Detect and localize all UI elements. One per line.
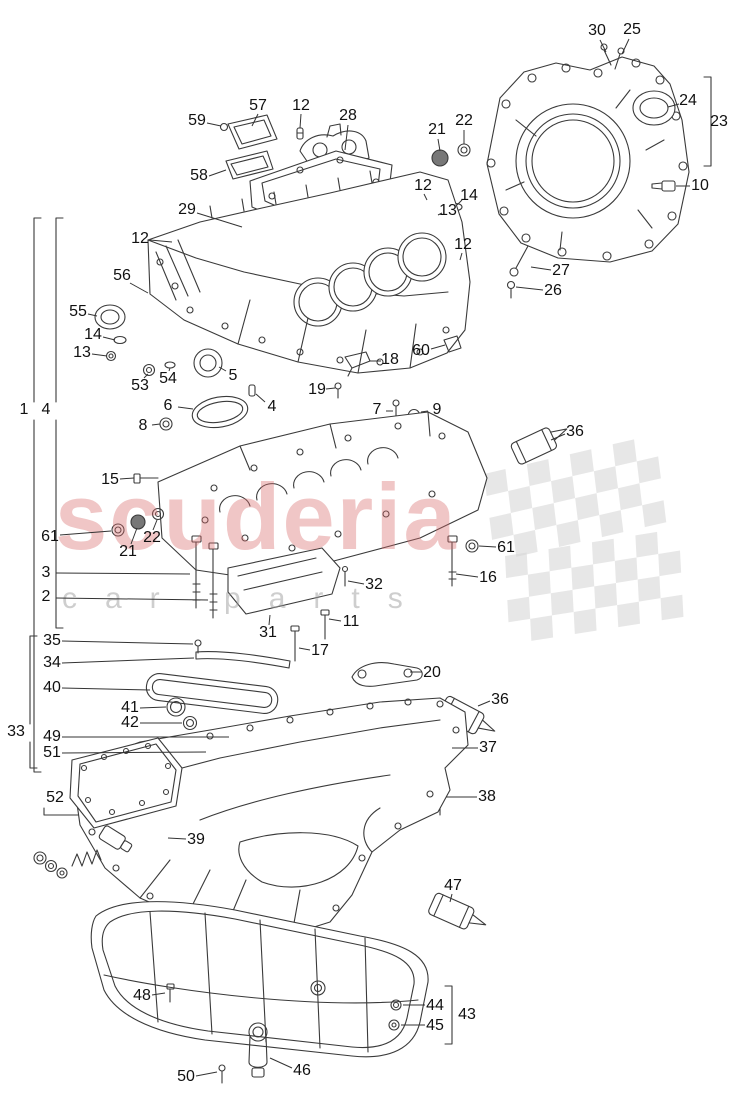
sealant-tube-36a-drawing (510, 427, 568, 465)
bracket-group-1 (33, 217, 42, 773)
cap-21b-drawing (130, 514, 146, 530)
bracket-20-drawing (351, 662, 423, 687)
bracket-60-drawing (443, 335, 462, 353)
bolt-50-drawing (218, 1064, 226, 1084)
seal-53-drawing (142, 363, 156, 377)
gasket-40-drawing (145, 672, 279, 715)
bolt-48-drawing (166, 983, 175, 1003)
ring-8-drawing (159, 417, 173, 431)
gasket-34-drawing (195, 651, 291, 669)
bracket-group-43 (444, 985, 453, 1045)
ring-44-drawing (390, 999, 402, 1011)
lower-oil-pan-drawing (90, 901, 429, 1058)
bracket-group-4 (55, 217, 64, 629)
plug-45-drawing (388, 1019, 400, 1031)
ring-22-drawing (457, 143, 471, 157)
stud-27-drawing (509, 245, 529, 277)
ring-42-drawing (182, 715, 198, 731)
gasket-6-drawing (191, 395, 249, 429)
washer-54-drawing (164, 361, 176, 369)
windage-tray-drawing (227, 547, 341, 615)
washer-61a-drawing (111, 523, 125, 537)
bolt-30-drawing (600, 43, 612, 66)
ring-41-drawing (166, 697, 186, 717)
washer-14b-drawing (113, 335, 127, 345)
cap-21-drawing (431, 149, 449, 167)
upper-oil-pan-drawing (69, 697, 469, 935)
stud-32-drawing (341, 565, 349, 587)
ring-22b-drawing (151, 507, 165, 521)
bolt-2-drawing (208, 542, 219, 619)
seal-55-drawing (94, 304, 126, 330)
gasket-58-drawing (225, 150, 274, 180)
oil-sensor-46-drawing (248, 1022, 268, 1078)
dowel-4-drawing (248, 384, 256, 397)
washer-61b-drawing (465, 539, 479, 553)
bolt-15-drawing (133, 473, 159, 484)
bolt-19-drawing (334, 382, 342, 399)
nut-13b-drawing (105, 350, 117, 362)
bolt-26-drawing (506, 280, 516, 299)
valve-52-drawing (33, 825, 133, 879)
engine-block-drawing (147, 170, 471, 374)
bracket-group-33 (29, 635, 38, 769)
small-cover-drawing (219, 114, 278, 150)
seal-5-drawing (193, 348, 223, 378)
bolt-35-drawing (194, 639, 202, 654)
bolt-11-drawing (320, 609, 330, 640)
timing-cover-drawing (486, 56, 690, 263)
bolt-17-drawing (290, 625, 300, 662)
plug-10-drawing (651, 180, 676, 192)
bolt-16-drawing (447, 535, 458, 587)
bracket-group-23 (703, 76, 712, 167)
sealant-tube-47-drawing (428, 892, 487, 930)
crankshaft-seal-drawing (632, 90, 676, 126)
